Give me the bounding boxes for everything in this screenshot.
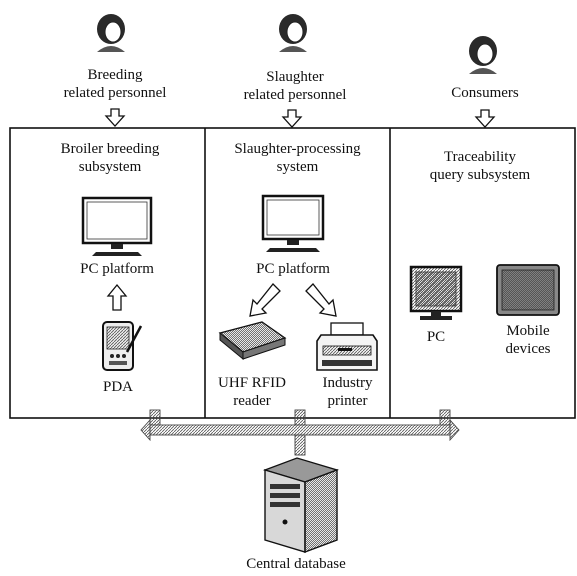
trace-pc-label: PC bbox=[426, 329, 446, 345]
arrow-to-reader bbox=[249, 283, 281, 317]
printer-label-line2: printer bbox=[327, 393, 368, 409]
slaughter-personnel-line2: related personnel bbox=[243, 87, 347, 103]
breeding-personnel-label: Breeding related personnel bbox=[40, 66, 190, 102]
printer-label: Industry printer bbox=[310, 374, 385, 410]
slaughter-subsystem-title: Slaughter-processing system bbox=[210, 140, 385, 176]
printer-icon bbox=[316, 322, 378, 371]
breeding-subsystem-title-line1: Broiler breeding bbox=[60, 141, 160, 157]
mobile-devices-label-line2: devices bbox=[505, 341, 551, 357]
rfid-reader-label-line1: UHF RFID bbox=[218, 375, 286, 391]
traceability-subsystem-title-line1: Traceability bbox=[444, 149, 516, 165]
printer-label-line1: Industry bbox=[322, 375, 373, 391]
pda-label: PDA bbox=[102, 379, 133, 395]
slaughter-subsystem-title-line2: system bbox=[276, 159, 319, 175]
breeding-personnel-line2: related personnel bbox=[63, 85, 167, 101]
database-connector bbox=[140, 409, 460, 456]
monitor-icon bbox=[409, 265, 463, 320]
arrow-slaughter-down bbox=[281, 109, 303, 128]
monitor-icon bbox=[81, 196, 153, 256]
person-icon bbox=[279, 14, 307, 52]
traceability-subsystem-title-line2: query subsystem bbox=[429, 167, 531, 183]
arrow-pda-up bbox=[106, 283, 128, 311]
slaughter-subsystem-title-line1: Slaughter-processing bbox=[234, 141, 361, 157]
slaughter-personnel-label: Slaughter related personnel bbox=[215, 68, 375, 104]
person-icon bbox=[469, 36, 497, 74]
monitor-icon bbox=[261, 194, 325, 252]
rfid-reader-label: UHF RFID reader bbox=[207, 374, 297, 410]
breeding-subsystem-title: Broiler breeding subsystem bbox=[25, 140, 195, 176]
central-database-label: Central database bbox=[246, 556, 346, 572]
breeding-personnel-line1: Breeding bbox=[87, 67, 143, 83]
slaughter-personnel-line1: Slaughter bbox=[266, 69, 324, 85]
mobile-devices-label-line1: Mobile bbox=[506, 323, 550, 339]
rfid-reader-label-line2: reader bbox=[233, 393, 271, 409]
server-icon bbox=[262, 457, 340, 554]
system-box bbox=[9, 127, 576, 419]
traceability-subsystem-title: Traceability query subsystem bbox=[405, 148, 555, 184]
breeding-pc-platform-label: PC platform bbox=[80, 261, 154, 277]
breeding-subsystem-title-line2: subsystem bbox=[78, 159, 142, 175]
arrow-consumers-down bbox=[474, 109, 496, 128]
arrow-to-printer bbox=[305, 283, 337, 317]
tablet-icon bbox=[496, 264, 560, 316]
slaughter-pc-platform-label: PC platform bbox=[256, 261, 330, 277]
person-icon bbox=[97, 14, 125, 52]
mobile-devices-label: Mobile devices bbox=[493, 322, 563, 358]
arrow-breeding-down bbox=[104, 108, 126, 127]
rfid-reader-icon bbox=[218, 321, 287, 361]
consumers-label: Consumers bbox=[451, 85, 519, 101]
pda-icon bbox=[102, 321, 143, 371]
